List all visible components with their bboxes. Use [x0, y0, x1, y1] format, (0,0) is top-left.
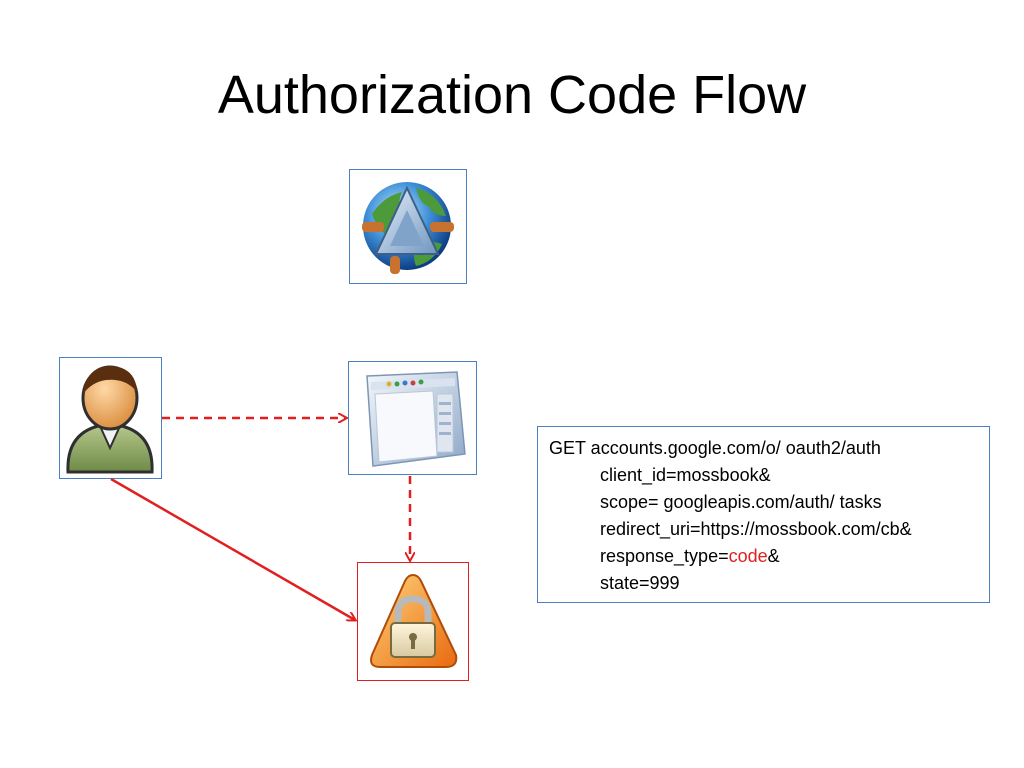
globe-network-icon	[362, 182, 454, 274]
server-node	[349, 169, 467, 284]
response-type-suffix: &	[767, 546, 780, 566]
request-param-response-type: response_type=code&	[549, 543, 989, 570]
request-param-client-id: client_id=mossbook&	[600, 465, 771, 485]
lock-warning-icon	[370, 573, 458, 668]
request-param-scope: scope= googleapis.com/auth/ tasks	[600, 492, 882, 512]
response-type-prefix: response_type=	[600, 546, 729, 566]
browser-node	[348, 361, 477, 475]
response-type-value: code	[728, 546, 768, 566]
request-line: GET accounts.google.com/o/ oauth2/auth	[549, 438, 881, 458]
auth-request-box: GET accounts.google.com/o/ oauth2/auth c…	[537, 426, 990, 603]
user-node	[59, 357, 162, 479]
browser-window-icon	[366, 371, 466, 467]
request-param-redirect-uri: redirect_uri=https://mossbook.com/cb&	[600, 519, 912, 539]
authorization-node	[357, 562, 469, 681]
page-title: Authorization Code Flow	[217, 65, 807, 125]
user-to-auth-arrow	[110, 477, 355, 620]
request-param-state: state=999	[600, 573, 680, 593]
user-person-icon	[66, 365, 154, 474]
